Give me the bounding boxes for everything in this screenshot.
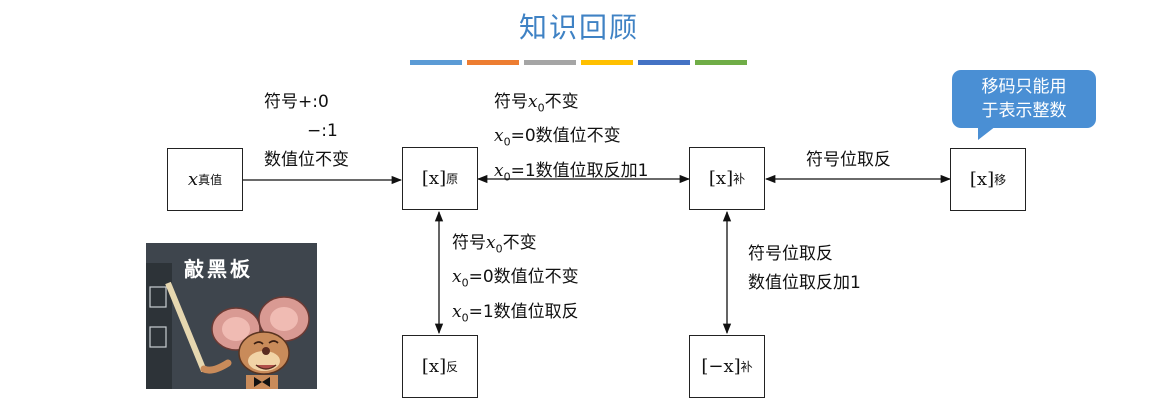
label-comp-to-negcomp: 符号位取反 数值位取反加1 — [748, 240, 861, 298]
node-twos-complement-sub: 补 — [733, 172, 746, 186]
node-offset: [x]移 — [950, 148, 1026, 211]
label-true-to-orig-line1: 符号+:0 — [264, 92, 329, 112]
node-true-value-var: x — [187, 169, 199, 190]
label-true-to-orig-line2: −:1 — [307, 121, 338, 141]
label-orig-to-ones-line2: x0=0数值位不变 — [452, 267, 579, 290]
label-orig-to-ones: 符号x0不变 x0=0数值位不变 x0=1数值位取反 — [452, 229, 579, 332]
node-ones-complement-sub: 反 — [446, 360, 459, 374]
label-comp-to-negcomp-line2: 数值位取反加1 — [748, 273, 861, 293]
node-neg-twos-complement-var: [−x] — [701, 356, 741, 377]
label-orig-to-comp-line1: 符号x0不变 — [494, 92, 579, 115]
label-true-to-orig: 符号+:0 −:1 数值位不变 — [264, 88, 349, 175]
stripe-6 — [695, 60, 747, 65]
label-orig-to-ones-line1: 符号x0不变 — [452, 233, 537, 256]
title-color-stripes — [410, 60, 747, 65]
offset-note-callout: 移码只能用 于表示整数 — [952, 70, 1096, 128]
offset-note-callout-tail — [978, 126, 996, 140]
node-sign-magnitude-sub: 原 — [446, 172, 459, 186]
node-sign-magnitude: [x]原 — [402, 147, 478, 210]
node-twos-complement: [x]补 — [689, 147, 765, 210]
offset-note-line2: 于表示整数 — [981, 101, 1067, 121]
node-ones-complement: [x]反 — [402, 335, 478, 398]
label-comp-to-negcomp-line1: 符号位取反 — [748, 244, 833, 264]
meme-image: 敲黑板 — [146, 243, 317, 389]
label-comp-to-offset: 符号位取反 — [806, 150, 891, 170]
offset-note-line1: 移码只能用 — [981, 77, 1067, 97]
node-neg-twos-complement: [−x]补 — [689, 335, 765, 398]
stripe-1 — [410, 60, 462, 65]
node-twos-complement-var: [x] — [708, 168, 734, 189]
node-offset-var: [x] — [969, 169, 995, 190]
node-sign-magnitude-var: [x] — [421, 168, 447, 189]
stripe-3 — [524, 60, 576, 65]
node-offset-sub: 移 — [994, 173, 1007, 187]
label-true-to-orig-line3: 数值位不变 — [264, 150, 349, 170]
node-neg-twos-complement-sub: 补 — [740, 360, 753, 374]
slide-title: 知识回顾 — [518, 11, 639, 44]
node-ones-complement-var: [x] — [421, 356, 447, 377]
node-true-value-sub: 真值 — [198, 173, 223, 187]
stripe-2 — [467, 60, 519, 65]
stripe-4 — [581, 60, 633, 65]
cartoon-mouse-illustration — [146, 243, 317, 389]
label-orig-to-ones-line3: x0=1数值位取反 — [452, 301, 579, 325]
label-orig-to-comp-line2: x0=0数值位不变 — [494, 126, 621, 149]
stripe-5 — [638, 60, 690, 65]
label-orig-to-comp-line3: x0=1数值位取反加1 — [494, 160, 649, 184]
label-orig-to-comp: 符号x0不变 x0=0数值位不变 x0=1数值位取反加1 — [494, 88, 648, 191]
meme-caption: 敲黑板 — [184, 257, 253, 281]
